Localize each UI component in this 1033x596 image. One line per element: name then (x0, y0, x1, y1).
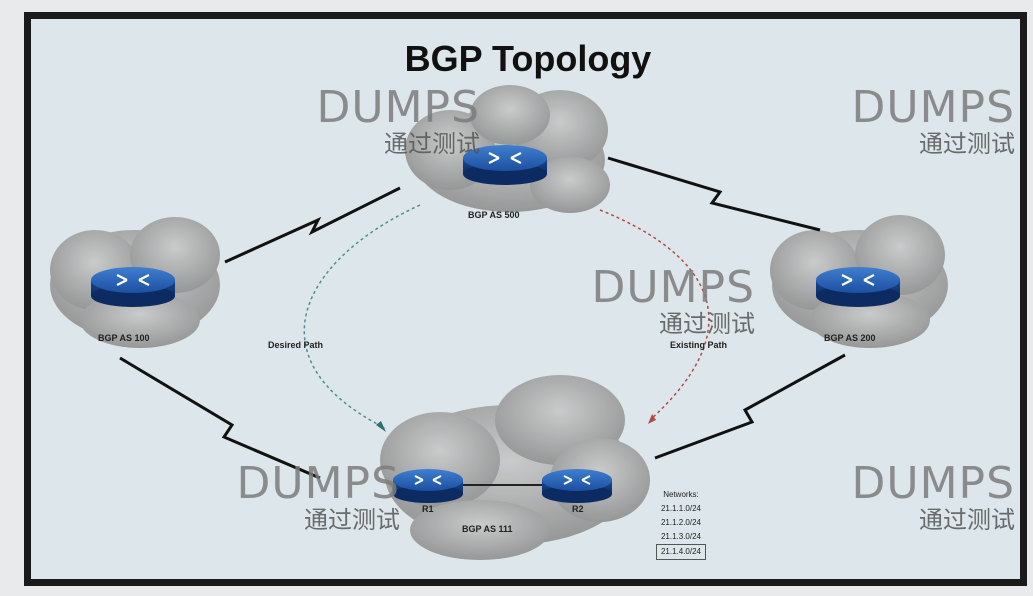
networks-heading: Networks: (663, 490, 699, 499)
serial-link-as100-as111 (119, 356, 321, 480)
router-icon (393, 469, 463, 503)
desired-path-line (303, 204, 421, 429)
networks-list: Networks: 21.1.1.0/24 21.1.2.0/24 21.1.3… (636, 488, 726, 560)
serial-link-as200-as111 (654, 353, 846, 460)
network-entry: 21.1.1.0/24 (660, 504, 702, 513)
watermark-caption: 通过测试 (304, 506, 400, 534)
router-icon (816, 267, 900, 307)
label-as200: BGP AS 200 (824, 333, 876, 343)
watermark-caption: 通过测试 (659, 310, 755, 338)
watermark-brand: DUMPS (851, 458, 1015, 509)
label-as500: BGP AS 500 (468, 210, 520, 220)
watermark: DUMPS 通过测试 (815, 82, 1015, 158)
watermark: DUMPS 通过测试 (200, 458, 400, 534)
watermark-brand: DUMPS (236, 458, 400, 509)
router-icon (463, 145, 547, 185)
label-as111: BGP AS 111 (462, 524, 513, 534)
watermark-brand: DUMPS (316, 82, 480, 133)
watermark-caption: 通过测试 (919, 506, 1015, 534)
cloud-as111 (380, 375, 650, 560)
watermark: DUMPS 通过测试 (555, 262, 755, 338)
network-entry: 21.1.3.0/24 (660, 532, 702, 541)
label-r2: R2 (572, 504, 584, 514)
serial-link-as500-as200 (607, 156, 821, 232)
diagram-title: BGP Topology (404, 38, 652, 79)
label-r1: R1 (422, 504, 434, 514)
watermark: DUMPS 通过测试 (280, 82, 480, 158)
router-icon (91, 267, 175, 307)
network-entry: 21.1.2.0/24 (660, 518, 702, 527)
watermark-brand: DUMPS (851, 82, 1015, 133)
label-as100: BGP AS 100 (98, 333, 150, 343)
desired-path-label: Desired Path (268, 340, 324, 350)
watermark: DUMPS 通过测试 (815, 458, 1015, 534)
watermark-brand: DUMPS (591, 262, 755, 313)
network-entry: 21.1.4.0/24 (655, 544, 707, 560)
router-icon (542, 469, 612, 503)
desired-path-arrow (376, 421, 386, 432)
existing-path-label: Existing Path (670, 340, 728, 350)
watermark-caption: 通过测试 (919, 130, 1015, 158)
serial-link-as100-as500 (224, 186, 401, 264)
existing-path-arrow (648, 414, 656, 424)
watermark-caption: 通过测试 (384, 130, 480, 158)
